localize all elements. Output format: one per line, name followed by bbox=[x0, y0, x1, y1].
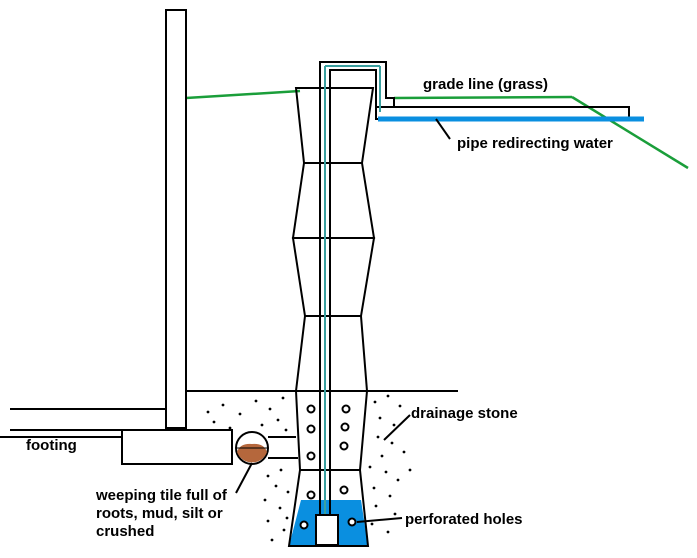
sump-pump bbox=[315, 514, 339, 546]
grade-line bbox=[185, 89, 689, 170]
perforated-holes bbox=[299, 404, 357, 530]
label-footing: footing bbox=[26, 437, 77, 454]
discharge-pipe bbox=[319, 61, 630, 515]
label-weeping-tile-2: roots, mud, silt or bbox=[96, 505, 223, 522]
weeping-tile bbox=[235, 431, 298, 465]
label-weeping-tile-1: weeping tile full of bbox=[95, 487, 228, 504]
label-drainage-stone: drainage stone bbox=[411, 405, 518, 422]
sump-pit bbox=[287, 87, 376, 547]
label-grade-line: grade line (grass) bbox=[423, 76, 548, 93]
footing bbox=[121, 429, 233, 465]
label-weeping-tile-3: crushed bbox=[96, 523, 154, 540]
floor-slab bbox=[10, 390, 458, 431]
label-perforated-holes: perforated holes bbox=[405, 511, 523, 528]
drainage-stone bbox=[206, 394, 412, 542]
foundation-wall bbox=[165, 9, 187, 429]
label-pipe: pipe redirecting water bbox=[457, 135, 613, 152]
leader-lines bbox=[235, 118, 451, 523]
